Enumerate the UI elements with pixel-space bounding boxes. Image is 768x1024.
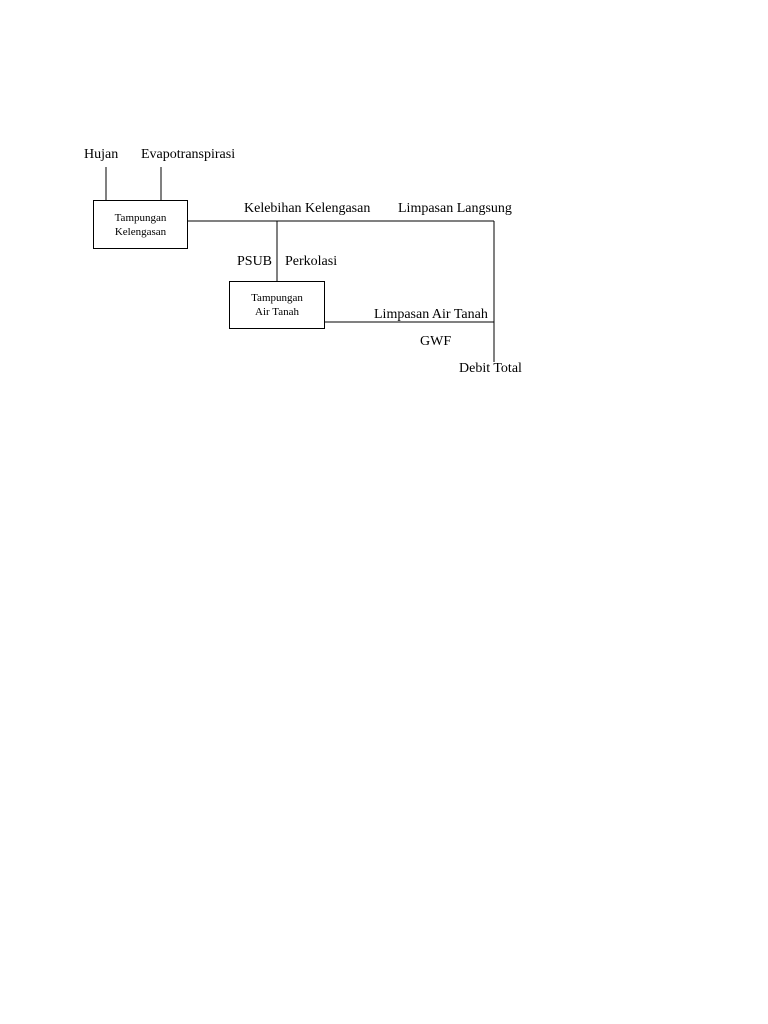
soil-moisture-storage-box: Tampungan Kelengasan [93, 200, 188, 249]
total-discharge-label: Debit Total [459, 361, 522, 376]
groundwater-storage-line2: Air Tanah [255, 306, 299, 318]
rain-label: Hujan [84, 147, 119, 162]
gwf-label: GWF [420, 334, 452, 349]
direct-runoff-label: Limpasan Langsung [398, 201, 512, 216]
soil-moisture-storage-line2: Kelengasan [114, 225, 167, 238]
groundwater-storage-line1: Tampungan [251, 292, 303, 304]
psub-label: PSUB [237, 254, 273, 269]
groundwater-storage-box: Tampungan Air Tanah [229, 281, 325, 329]
evapotranspiration-label: Evapotranspirasi [141, 147, 236, 162]
groundwater-runoff-label: Limpasan Air Tanah [374, 307, 488, 322]
excess-moisture-label: Kelebihan Kelengasan [244, 201, 371, 216]
percolation-label: Perkolasi [285, 254, 338, 269]
soil-moisture-storage-line1: Tampungan [114, 211, 167, 224]
